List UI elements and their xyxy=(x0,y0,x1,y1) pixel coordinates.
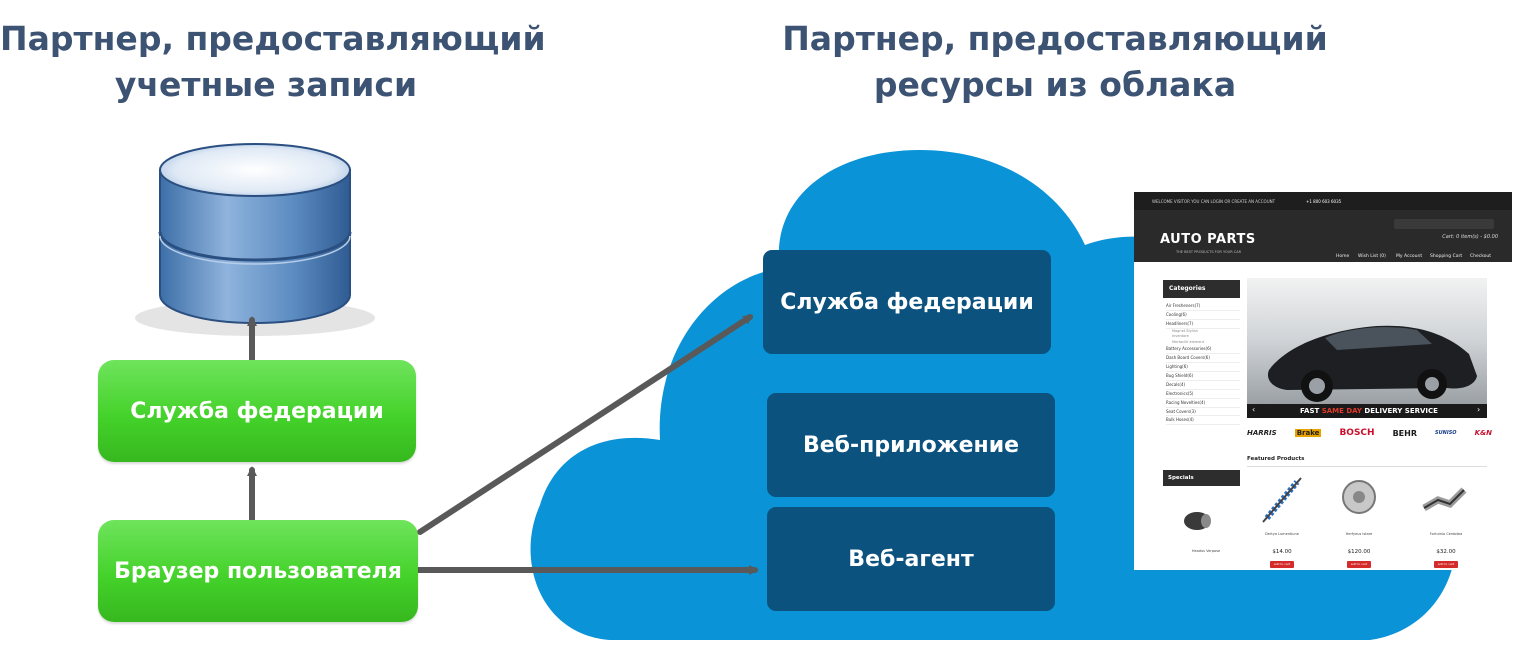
hero-caption-start: FAST xyxy=(1300,407,1322,415)
site-search-input xyxy=(1394,219,1494,229)
site-category-item: Lighting(6) xyxy=(1166,363,1240,372)
site-welcome-text: WELCOME VISITOR YOU CAN LOGIN OR CREATE … xyxy=(1152,199,1276,204)
product-price: $120.00 xyxy=(1347,549,1371,555)
hero-prev-arrow-icon: ‹ xyxy=(1252,405,1256,414)
site-nav-cart: Shopping Cart xyxy=(1430,254,1463,259)
cloud-federation-service-label: Служба федерации xyxy=(780,289,1034,315)
user-browser-box: Браузер пользователя xyxy=(98,520,418,622)
site-categories-title: Categories xyxy=(1169,285,1206,292)
site-category-item: Racing Novelties(4) xyxy=(1166,399,1240,408)
site-hero-banner xyxy=(1247,278,1487,418)
website-screenshot: WELCOME VISITOR YOU CAN LOGIN OR CREATE … xyxy=(1134,192,1512,570)
arrows xyxy=(247,314,759,575)
web-agent-label: Веб-агент xyxy=(848,546,974,572)
site-special-product-name: Headus Verpose xyxy=(1191,549,1221,553)
site-category-item: Headliners(7) xyxy=(1166,320,1240,329)
site-category-item: Seat Covers(3) xyxy=(1166,408,1240,417)
product-price: $32.00 xyxy=(1436,549,1456,555)
site-nav-wishlist: Wish List (0) xyxy=(1358,254,1386,259)
brand-kn-logo: K&N xyxy=(1474,429,1492,437)
site-nav-checkout: Checkout xyxy=(1470,254,1492,259)
intake-pipe-icon xyxy=(1422,487,1467,512)
identity-partner-title-line1: Партнер, предоставляющий xyxy=(0,19,546,58)
product-name: Herfyeus Istare xyxy=(1345,532,1373,536)
product-price: $14.00 xyxy=(1272,549,1292,555)
resource-partner-title-line1: Партнер, предоставляющий xyxy=(782,19,1328,58)
identity-federation-service-box: Служба федерации xyxy=(98,360,416,462)
site-nav-home: Home xyxy=(1336,254,1350,259)
exhaust-part-icon xyxy=(1184,512,1211,530)
add-to-cart-button: add to cart xyxy=(1434,561,1458,568)
web-agent-box: Веб-агент xyxy=(767,507,1055,611)
hero-caption-highlight: SAME DAY xyxy=(1321,407,1362,415)
site-tagline: THE BEST PRODUCTS FOR YOUR CAR xyxy=(1176,250,1242,254)
site-category-item: Cooling(6) xyxy=(1166,311,1240,320)
resource-partner-title: Партнер, предоставляющий ресурсы из обла… xyxy=(760,16,1350,108)
site-featured-divider xyxy=(1247,466,1487,467)
site-hero-caption-bar xyxy=(1247,404,1487,418)
site-subcategory-item: Inventore xyxy=(1172,334,1189,339)
brand-harris-logo: HARRIS xyxy=(1247,429,1277,437)
database-icon xyxy=(135,143,375,336)
web-application-label: Веб-приложение xyxy=(802,432,1020,458)
site-hero-caption: FAST SAME DAY DELIVERY SERVICE xyxy=(1284,407,1454,415)
identity-partner-title: Партнер, предоставляющий учетные записи xyxy=(0,16,546,108)
hero-next-arrow-icon: › xyxy=(1477,405,1481,414)
identity-federation-service-label: Служба федерации xyxy=(130,398,384,424)
site-specials-header xyxy=(1163,470,1240,486)
add-to-cart-button: add to cart xyxy=(1347,561,1371,568)
web-application-box: Веб-приложение xyxy=(767,393,1055,497)
site-category-list: Air Fresheners(7) Cooling(6) Headliners(… xyxy=(1166,302,1240,426)
site-category-item: Battery Accessories(6) xyxy=(1166,345,1240,355)
site-logo: AUTO PARTS xyxy=(1160,232,1256,247)
add-to-cart-button: add to cart xyxy=(1270,561,1294,568)
user-browser-label: Браузер пользователя xyxy=(114,558,402,584)
shock-absorber-icon xyxy=(1262,477,1302,523)
site-brand-strip: HARRIS Brake BOSCH BEHR SUNISO K&N xyxy=(1247,428,1492,438)
brand-behr-logo: BEHR xyxy=(1392,428,1417,438)
site-featured-title: Featured Products xyxy=(1247,456,1305,462)
brand-bosch-logo: BOSCH xyxy=(1339,428,1375,438)
product-name: Fortuinio Cerdotea xyxy=(1429,532,1463,536)
site-phone-text: +1 800 603 6035 xyxy=(1306,199,1342,204)
site-category-item: Air Fresheners(7) xyxy=(1166,302,1240,311)
hero-caption-end: DELIVERY SERVICE xyxy=(1361,407,1438,415)
site-subcategory-item: Magnet Stylish xyxy=(1172,328,1198,333)
cloud-federation-service-box: Служба федерации xyxy=(763,250,1051,354)
brand-brake-logo: Brake xyxy=(1294,429,1322,437)
site-category-item: Dash Board Covers(6) xyxy=(1166,354,1240,364)
site-cart: Cart: 0 item(s) - $0.00 xyxy=(1442,234,1498,240)
site-nav-account: My Account xyxy=(1396,254,1423,259)
site-header xyxy=(1134,210,1512,262)
site-category-item: Bulk Hoses(4) xyxy=(1166,416,1240,426)
brand-suniso-logo: SUNISO xyxy=(1435,430,1457,436)
site-subcategory-item: Mertacilir element xyxy=(1172,339,1204,344)
site-category-item: Bug Shield(6) xyxy=(1166,372,1240,381)
site-specials-title: Specials xyxy=(1168,475,1194,481)
site-category-item: Decals(4) xyxy=(1166,381,1240,390)
site-topbar xyxy=(1134,192,1512,210)
identity-partner-title-line2: учетные записи xyxy=(114,65,418,104)
alternator-icon xyxy=(1342,480,1376,514)
product-name: Dertyo Lumentiune xyxy=(1265,532,1299,536)
site-category-item: Electronics(5) xyxy=(1166,390,1240,399)
arrow-browser-to-cloud-federation xyxy=(417,314,754,535)
resource-partner-title-line2: ресурсы из облака xyxy=(873,65,1237,104)
car-image xyxy=(1267,325,1477,402)
site-categories-header xyxy=(1163,280,1240,298)
